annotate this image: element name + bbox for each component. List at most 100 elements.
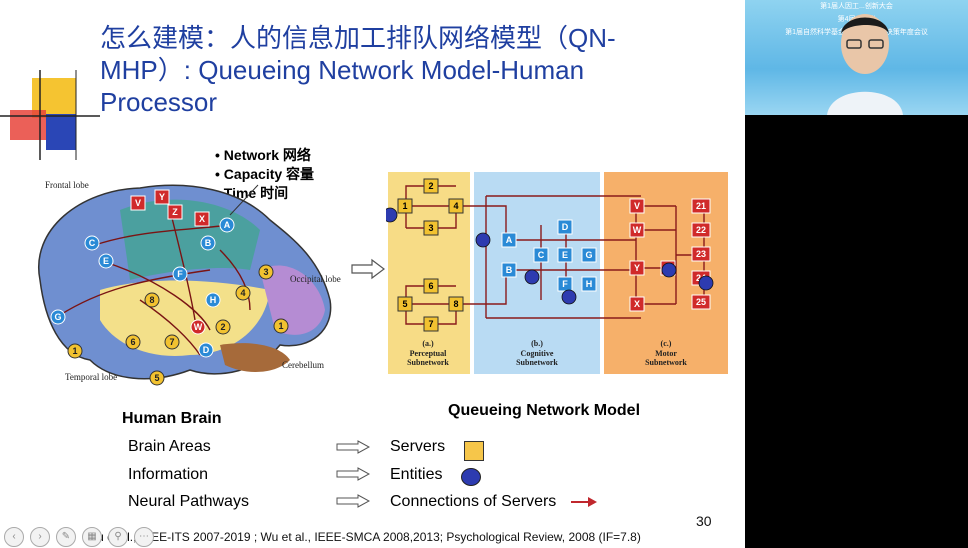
title-line-3: Processor — [100, 87, 218, 117]
legend-right-servers: Servers — [390, 438, 446, 455]
bullet-network: Network 网络 — [215, 146, 314, 165]
net-node-d: D — [557, 219, 573, 235]
svg-text:A: A — [224, 220, 231, 230]
svg-text:7: 7 — [169, 337, 174, 347]
net-node-7: 7 — [423, 316, 439, 332]
zoom-button[interactable]: ⚲ — [108, 527, 128, 547]
svg-text:F: F — [177, 269, 183, 279]
net-node-f: F — [557, 276, 573, 292]
legend-arrow-icon — [336, 494, 370, 508]
brain-node-y: Y — [154, 189, 170, 205]
svg-text:21: 21 — [696, 201, 706, 211]
brain-node-5: 5 — [149, 370, 165, 386]
svg-text:1: 1 — [402, 201, 407, 211]
more-options-button[interactable]: ⋯ — [134, 527, 154, 547]
svg-text:W: W — [194, 322, 203, 332]
svg-text:B: B — [506, 265, 513, 275]
brain-node-4: 4 — [235, 285, 251, 301]
legend-right-entities: Entities — [390, 466, 443, 483]
citation-text: Wu et al., IEEE-ITS 2007-2019 ; Wu et al… — [86, 530, 641, 544]
decorative-squares — [0, 70, 100, 160]
cognitive-panel-name2: Subnetwork — [516, 358, 558, 367]
svg-text:W: W — [633, 225, 642, 235]
net-node-21: 21 — [691, 198, 711, 214]
svg-text:4: 4 — [453, 201, 458, 211]
bullet-list: Network 网络 Capacity 容量 Time 时间 — [215, 146, 314, 203]
net-node-v: V — [629, 198, 645, 214]
svg-text:5: 5 — [154, 373, 159, 383]
legend-left-information: Information — [128, 466, 209, 483]
brain-node-d: D — [198, 342, 214, 358]
title-line-1: 怎么建模：人的信息加工排队网络模型（QN- — [100, 23, 616, 53]
svg-text:C: C — [89, 238, 96, 248]
brain-node-a: A — [219, 217, 235, 233]
net-node-b: B — [501, 262, 517, 278]
net-node-6: 6 — [423, 278, 439, 294]
entity-dot-6 — [698, 275, 714, 291]
slides-overview-button[interactable]: ▦ — [82, 527, 102, 547]
svg-text:D: D — [203, 345, 210, 355]
legend-arrow-icon — [336, 440, 370, 454]
svg-text:V: V — [634, 201, 640, 211]
net-node-8: 8 — [448, 296, 464, 312]
cerebellum-label: Cerebellum — [282, 360, 324, 370]
entity-dot-2 — [475, 232, 491, 248]
next-slide-button[interactable]: › — [30, 527, 50, 547]
speaker-video[interactable]: 第1届人因工...创新大会 第4届...会议 第1届自然科学基金委重...机协同… — [745, 0, 968, 115]
net-node-4: 4 — [448, 198, 464, 214]
svg-text:X: X — [634, 299, 640, 309]
svg-text:3: 3 — [428, 223, 433, 233]
svg-text:H: H — [210, 295, 217, 305]
svg-text:1: 1 — [278, 321, 283, 331]
svg-text:6: 6 — [428, 281, 433, 291]
svg-text:B: B — [205, 238, 212, 248]
svg-text:2: 2 — [220, 322, 225, 332]
svg-text:H: H — [586, 279, 593, 289]
svg-text:C: C — [538, 250, 545, 260]
svg-text:23: 23 — [696, 249, 706, 259]
entity-dot-5 — [661, 262, 677, 278]
speaker-avatar — [827, 14, 903, 115]
motor-panel-name2: Subnetwork — [645, 358, 687, 367]
net-node-23: 23 — [691, 246, 711, 262]
entity-dot-4 — [561, 289, 577, 305]
legend-left-brain-areas: Brain Areas — [128, 438, 211, 455]
connection-arrow-icon — [571, 497, 597, 507]
queueing-network-diagram: 1 2 3 4 5 6 7 8 A B C D E F G H V W Y Z … — [386, 172, 728, 374]
net-node-h: H — [581, 276, 597, 292]
svg-text:E: E — [103, 256, 109, 266]
transform-arrow-icon — [351, 258, 385, 280]
frontal-lobe-label: Frontal lobe — [45, 180, 89, 190]
brain-node-6: 6 — [125, 334, 141, 350]
presentation-slide: 怎么建模：人的信息加工排队网络模型（QN- MHP）: Queueing Net… — [0, 0, 745, 548]
net-node-3: 3 — [423, 220, 439, 236]
entity-dot-icon — [461, 468, 481, 486]
svg-text:2: 2 — [428, 181, 433, 191]
occipital-lobe-label: Occipital lobe — [290, 274, 341, 284]
bullet-capacity: Capacity 容量 — [215, 165, 314, 184]
svg-text:5: 5 — [402, 299, 407, 309]
svg-text:22: 22 — [696, 225, 706, 235]
svg-text:1: 1 — [72, 346, 77, 356]
queueing-network-title: Queueing Network Model — [448, 402, 641, 419]
svg-text:V: V — [135, 198, 141, 208]
cognitive-panel-name: Cognitive — [521, 349, 554, 358]
net-node-c: C — [533, 247, 549, 263]
net-node-e: E — [557, 247, 573, 263]
pen-tool-button[interactable]: ✎ — [56, 527, 76, 547]
svg-text:G: G — [54, 312, 61, 322]
previous-slide-button[interactable]: ‹ — [4, 527, 24, 547]
motor-panel-label: (c.) — [661, 339, 672, 348]
svg-text:E: E — [562, 250, 568, 260]
legend-left-neural-pathways: Neural Pathways — [128, 493, 249, 510]
page-number: 30 — [696, 513, 712, 529]
perceptual-panel-name2: Subnetwork — [407, 358, 449, 367]
brain-node-7: 7 — [164, 334, 180, 350]
svg-text:Z: Z — [172, 207, 178, 217]
svg-text:G: G — [585, 250, 592, 260]
net-node-y: Y — [629, 260, 645, 276]
net-node-x: X — [629, 296, 645, 312]
net-node-w: W — [629, 222, 645, 238]
slide-title: 怎么建模：人的信息加工排队网络模型（QN- MHP）: Queueing Net… — [100, 22, 700, 118]
net-node-a: A — [501, 232, 517, 248]
